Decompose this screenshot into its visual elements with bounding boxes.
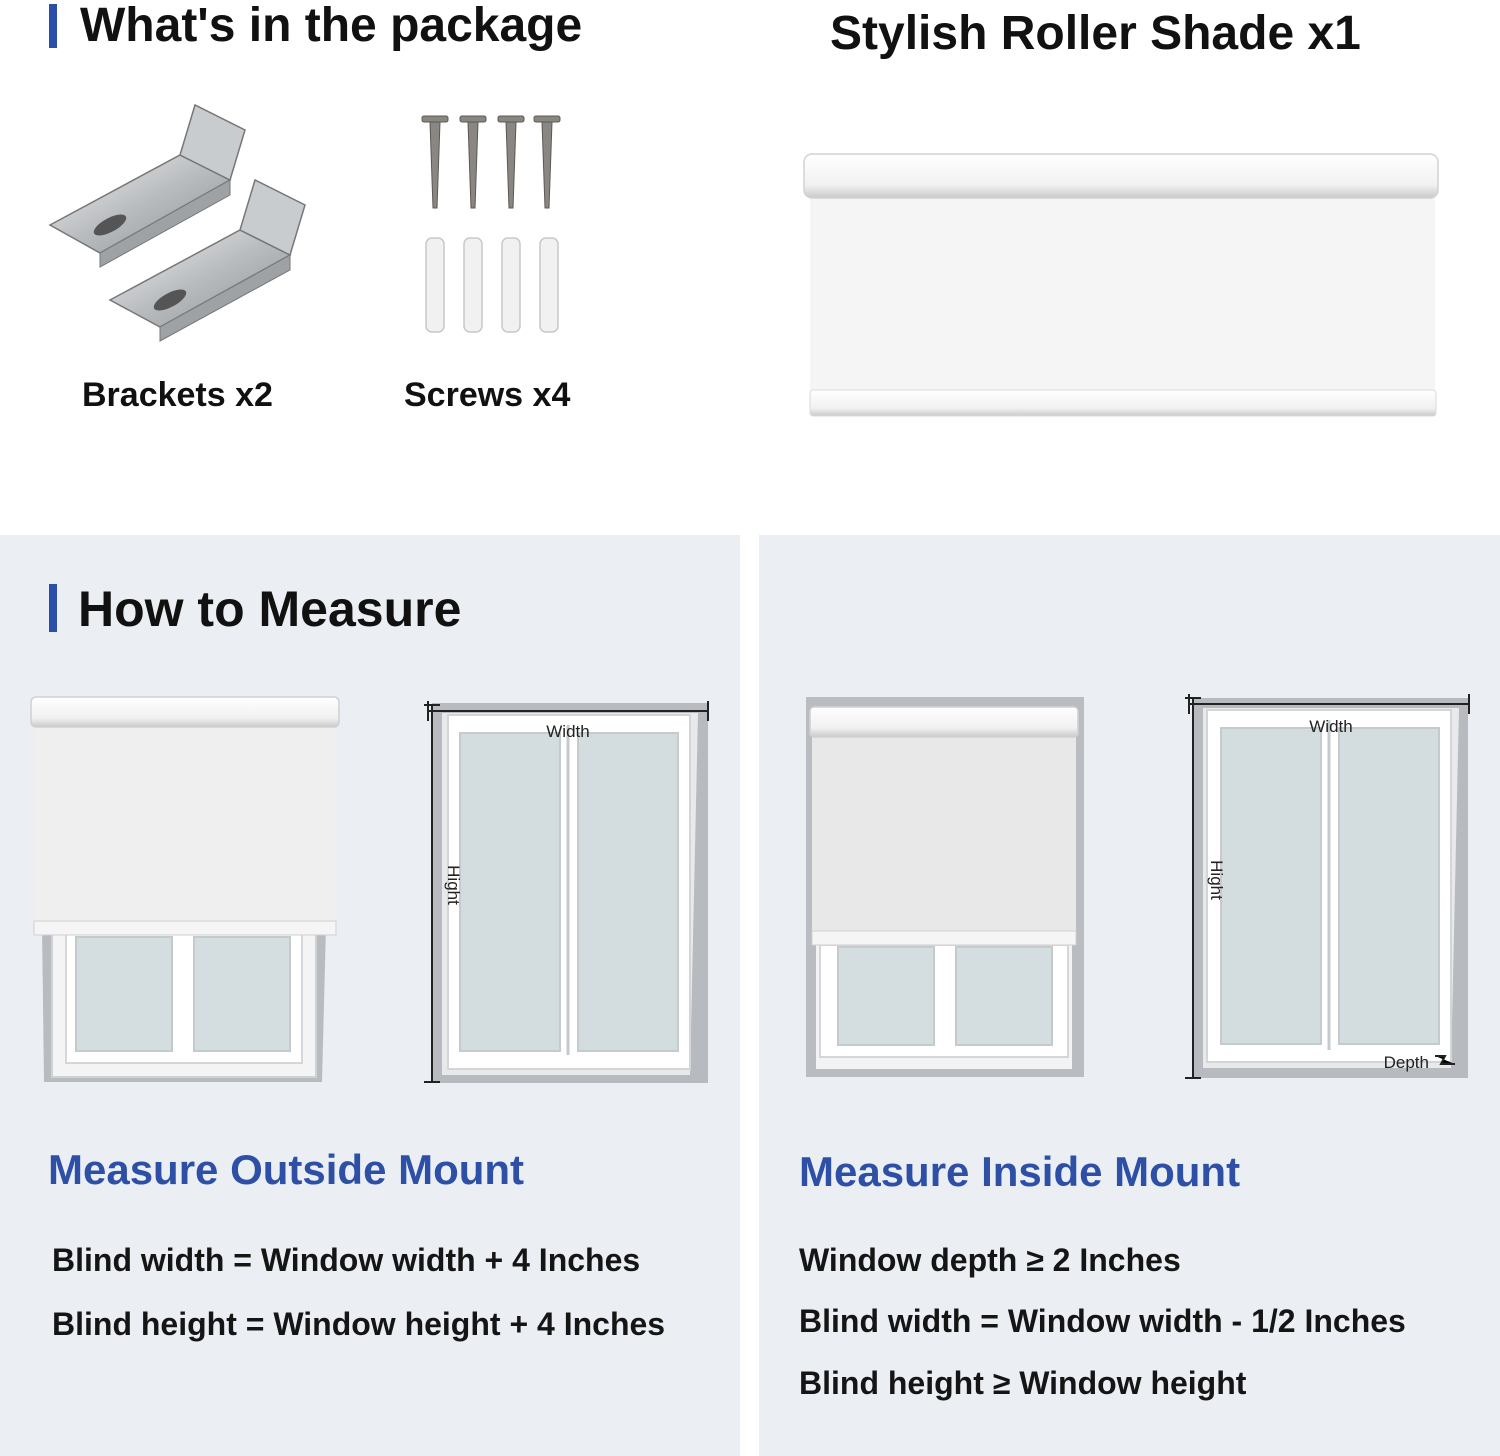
measure-heading-accent-bar [49, 584, 57, 632]
shade-cassette [803, 153, 1439, 199]
brackets-label: Brackets x2 [82, 376, 273, 414]
screws-label: Screws x4 [404, 376, 571, 414]
width-dimension-label: Width [546, 722, 589, 741]
measure-heading: How to Measure [78, 581, 462, 637]
screws-illustration [421, 115, 561, 333]
outside-rule-height: Blind height = Window height + 4 Inches [52, 1306, 666, 1342]
height-dimension-label: Hight [444, 865, 463, 905]
inside-mount-window-measure: Width Hight Depth [1185, 694, 1470, 1079]
outside-rule-width: Blind width = Window width + 4 Inches [52, 1242, 641, 1278]
height-dimension-label: Hight [1207, 860, 1226, 900]
inside-mount-shade-window [806, 697, 1084, 1077]
outside-mount-title: Measure Outside Mount [48, 1146, 525, 1193]
width-dimension-label: Width [1309, 717, 1352, 736]
package-heading: What's in the package [80, 0, 583, 52]
inside-rule-height: Blind height ≥ Window height [799, 1365, 1247, 1401]
inside-mount-title: Measure Inside Mount [799, 1148, 1241, 1195]
depth-dimension-label: Depth [1384, 1053, 1429, 1072]
shade-fabric [810, 194, 1435, 394]
shade-title: Stylish Roller Shade x1 [830, 7, 1361, 60]
bracket-icon-upper [48, 103, 246, 268]
shade-bottom-rail [809, 389, 1437, 417]
inside-rule-depth: Window depth ≥ 2 Inches [799, 1242, 1181, 1278]
screw-icon [421, 115, 561, 209]
anchor-icon [425, 237, 559, 333]
package-heading-accent-bar [49, 4, 57, 48]
brackets-illustration [48, 103, 306, 342]
inside-rule-width: Blind width = Window width - 1/2 Inches [799, 1303, 1406, 1339]
bracket-icon-lower [108, 178, 306, 342]
roller-shade-illustration [803, 153, 1439, 417]
outside-mount-shade-window [30, 696, 340, 1082]
outside-mount-window-measure: Width Hight [424, 701, 709, 1083]
